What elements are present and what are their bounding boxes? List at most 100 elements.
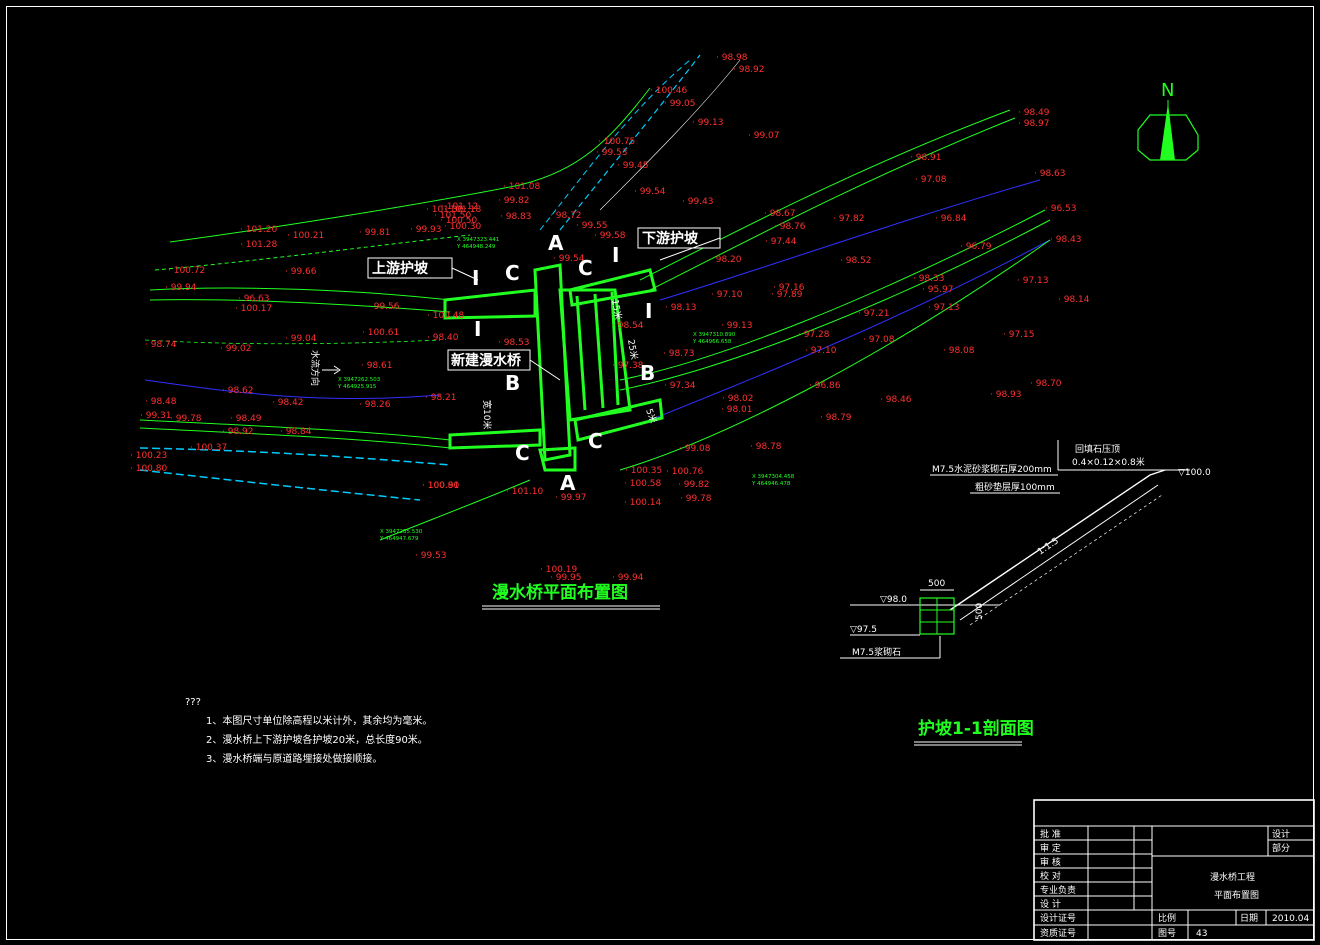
elevation-label: · 98.62 xyxy=(222,386,254,396)
layer-2: 粗砂垫层厚100mm xyxy=(975,481,1055,493)
elevation-label: · 99.56 xyxy=(368,302,400,312)
elevation-label: · 100.72 xyxy=(168,266,205,276)
dim-left: 宽10米 xyxy=(481,400,493,429)
low-elev: ▽97.5 xyxy=(850,625,877,635)
tb-sheet: 平面布置图 xyxy=(1214,889,1259,901)
elevation-label: · 100.58 xyxy=(624,479,661,489)
elevation-label: · 99.45 xyxy=(617,161,649,171)
plan-title-text: 漫水桥平面布置图 xyxy=(492,582,628,603)
elevation-label: · 99.04 xyxy=(285,334,317,344)
section-letter-c-4: C xyxy=(515,441,530,465)
section-letter-b-1: B xyxy=(505,371,520,395)
section-letter-c-2: C xyxy=(578,256,593,280)
tb-row-6: 设 计 xyxy=(1040,898,1061,910)
title-block-text: 批 准 审 定 审 核 校 对 专业负责 设 计 设计证号 资质证号 设计 部分… xyxy=(1040,828,1309,939)
elevation-label: · 99.81 xyxy=(359,228,391,238)
section-letter-i-3: I xyxy=(612,243,619,267)
section-letter-i-4: I xyxy=(645,299,652,323)
elevation-label: · 96.63 xyxy=(238,294,270,304)
elevation-label: · 98.42 xyxy=(272,398,304,408)
elevation-label: · 98.33 xyxy=(913,274,945,284)
elevation-label: · 97.16 xyxy=(773,283,805,293)
tb-drawing-no: 43 xyxy=(1196,929,1207,939)
elevation-label: · 100.48 xyxy=(427,311,464,321)
elevation-label: · 100.21 xyxy=(287,231,324,241)
elevation-label: · 97.08 xyxy=(915,175,947,185)
elevation-label: · 98.54 xyxy=(612,321,644,331)
elevation-label: · 100.61 xyxy=(362,328,399,338)
elevation-label: · 98.43 xyxy=(1050,235,1082,245)
elevation-label: · 99.55 xyxy=(576,221,608,231)
elevation-label: · 100.80 xyxy=(130,464,167,474)
elevation-label: · 101.10 xyxy=(506,487,543,497)
note-2: 2、漫水桥上下游护坡各护坡20米，总长度90米。 xyxy=(206,733,428,746)
width-500: 500 xyxy=(928,579,945,589)
layer-1: M7.5水泥砂浆砌石厚200mm xyxy=(932,463,1052,475)
tb-row-1: 批 准 xyxy=(1040,828,1061,840)
elevation-label: · 98.52 xyxy=(840,256,872,266)
elevation-label: · 98.61 xyxy=(361,361,393,371)
cap-b: 0.4×0.12×0.8米 xyxy=(1072,456,1145,468)
section-letter-b-2: B xyxy=(640,361,655,385)
elevation-label: · 98.46 xyxy=(880,395,912,405)
elevation-label: · 98.02 xyxy=(722,394,754,404)
elevation-label: · 99.31 xyxy=(140,411,172,421)
elevation-label: · 100.46 xyxy=(650,86,687,96)
note-3: 3、漫水桥端与原道路埋接处做接顺接。 xyxy=(206,752,382,765)
elevation-label: · 100.17 xyxy=(235,304,272,314)
elevation-label: · 97.28 xyxy=(798,330,830,340)
elevation-label: · 99.54 xyxy=(634,187,666,197)
section-letter-a-bottom: A xyxy=(560,471,576,495)
elevation-label: · 98.92 xyxy=(733,65,765,75)
label-bridge: 新建漫水桥 xyxy=(451,352,522,369)
elevation-label: · 101.28 xyxy=(240,240,277,250)
flow-direction: 水流方向 xyxy=(309,350,321,386)
elevation-label: · 100.19 xyxy=(540,565,577,575)
section-markers: A A C C C C B B I I I I 15米 25米 宽10米 5米 xyxy=(472,231,659,495)
plan-title: 漫水桥平面布置图 xyxy=(482,582,660,610)
elevation-label: · 98.97 xyxy=(1018,119,1050,129)
elevation-label: · 98.08 xyxy=(943,346,975,356)
elevation-label: · 99.94 xyxy=(612,573,644,583)
tb-date-value: 2010.04 xyxy=(1272,914,1309,924)
elevation-label: · 98.13 xyxy=(665,303,697,313)
elevation-label: · 98.73 xyxy=(663,349,695,359)
title-block xyxy=(1033,799,1315,941)
tb-project: 漫水桥工程 xyxy=(1210,871,1255,883)
elevation-label: · 98.76 xyxy=(774,222,806,232)
elevation-label: · 97.13 xyxy=(1017,276,1049,286)
elevation-label: · 97.34 xyxy=(664,381,696,391)
elevation-label: · 98.53 xyxy=(498,338,530,348)
elevation-label: · 98.78 xyxy=(750,442,782,452)
elevation-label: · 101.18 xyxy=(444,205,481,215)
coordinate-label: X 3947285.530 xyxy=(380,529,423,535)
elevation-label: · 99.43 xyxy=(682,197,714,207)
elevation-label: · 98.01 xyxy=(721,405,753,415)
elevation-label: · 98.92 xyxy=(222,427,254,437)
coordinate-label: Y 464966.658 xyxy=(692,339,732,345)
elevation-label: · 99.93 xyxy=(410,225,442,235)
elevation-label: · 99.58 xyxy=(594,231,626,241)
elevation-label: · 99.82 xyxy=(498,196,530,206)
tb-row-2: 审 定 xyxy=(1040,842,1061,854)
elevation-label: · 96.53 xyxy=(1045,204,1077,214)
height-500: 500 xyxy=(975,603,985,620)
dim-top: 15米 xyxy=(609,298,624,320)
elevation-label: · 100.23 xyxy=(130,451,167,461)
elevation-label: · 98.91 xyxy=(910,153,942,163)
elevation-label: · 98.26 xyxy=(359,400,391,410)
section-title: 护坡1-1剖面图 xyxy=(914,718,1034,746)
coordinate-label: X 3947323.441 xyxy=(457,237,499,243)
tb-row-5: 专业负责 xyxy=(1040,884,1076,896)
callout-labels: 上游护坡 下游护坡 新建漫水桥 水流方向 xyxy=(309,227,721,386)
elevation-label: · 96.84 xyxy=(935,214,967,224)
coordinate-label: X 3947304.458 xyxy=(752,474,795,480)
elevation-label: · 99.08 xyxy=(679,444,711,454)
elevation-label: · 99.95 xyxy=(550,573,582,583)
elevation-label: · 100.76 xyxy=(666,467,703,477)
bridge-structure xyxy=(443,263,664,472)
coordinate-label: Y 464925.915 xyxy=(337,384,377,390)
elevation-label: · 99.97 xyxy=(555,493,587,503)
north-letter: N xyxy=(1161,80,1174,101)
